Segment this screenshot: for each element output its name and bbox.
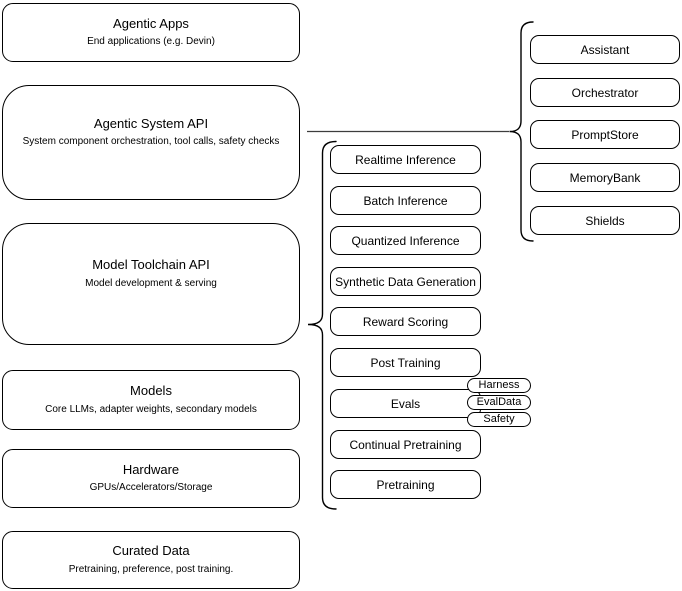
node-label: Continual Pretraining (349, 437, 462, 452)
node-orchestrator: Orchestrator (530, 78, 680, 107)
pill-safety: Safety (467, 412, 531, 427)
pill-label: Harness (478, 379, 520, 391)
node-synthetic-data-generation: Synthetic Data Generation (330, 267, 481, 296)
node-label: Batch Inference (363, 193, 448, 208)
node-label: Evals (390, 396, 421, 411)
node-memorybank: MemoryBank (530, 163, 680, 192)
node-label: Orchestrator (571, 85, 639, 100)
pill-harness: Harness (467, 378, 531, 393)
node-shields: Shields (530, 206, 680, 235)
node-agentic-apps: Agentic Apps End applications (e.g. Devi… (2, 3, 300, 62)
node-title: Curated Data (112, 543, 190, 559)
node-label: PromptStore (571, 127, 639, 142)
node-label: Post Training (370, 355, 441, 370)
node-reward-scoring: Reward Scoring (330, 307, 481, 336)
node-title: Agentic System API (93, 115, 209, 131)
node-label: Pretraining (376, 477, 435, 492)
node-title: Model Toolchain API (92, 257, 210, 273)
node-label: Realtime Inference (355, 152, 456, 167)
node-pretraining: Pretraining (330, 470, 481, 499)
node-subtitle: Pretraining, preference, post training. (68, 563, 234, 575)
node-label: Assistant (580, 42, 630, 57)
node-batch-inference: Batch Inference (330, 186, 481, 215)
node-evals: Evals (330, 389, 481, 418)
node-hardware: Hardware GPUs/Accelerators/Storage (2, 449, 300, 508)
node-promptstore: PromptStore (530, 120, 680, 149)
node-curated-data: Curated Data Pretraining, preference, po… (2, 531, 300, 589)
node-models: Models Core LLMs, adapter weights, secon… (2, 370, 300, 430)
node-label: Synthetic Data Generation (335, 274, 476, 289)
pill-evaldata: EvalData (467, 395, 531, 410)
node-agentic-system-api: Agentic System API System component orch… (2, 85, 300, 200)
node-label: Quantized Inference (351, 233, 460, 248)
node-title: Models (130, 383, 172, 399)
node-subtitle: Model development & serving (85, 277, 217, 289)
node-subtitle: GPUs/Accelerators/Storage (89, 482, 213, 494)
node-title: Hardware (122, 461, 180, 477)
node-label: MemoryBank (569, 170, 641, 185)
node-title: Agentic Apps (113, 15, 189, 31)
node-quantized-inference: Quantized Inference (330, 226, 481, 255)
node-model-toolchain-api: Model Toolchain API Model development & … (2, 223, 300, 345)
node-label: Reward Scoring (362, 314, 449, 329)
node-realtime-inference: Realtime Inference (330, 145, 481, 174)
node-subtitle: System component orchestration, tool cal… (22, 136, 280, 148)
pill-label: Safety (483, 413, 515, 425)
node-subtitle: End applications (e.g. Devin) (87, 36, 215, 48)
node-subtitle: Core LLMs, adapter weights, secondary mo… (45, 403, 257, 415)
node-assistant: Assistant (530, 35, 680, 64)
node-post-training: Post Training (330, 348, 481, 377)
pill-label: EvalData (476, 396, 522, 408)
node-continual-pretraining: Continual Pretraining (330, 430, 481, 459)
node-label: Shields (585, 213, 625, 228)
